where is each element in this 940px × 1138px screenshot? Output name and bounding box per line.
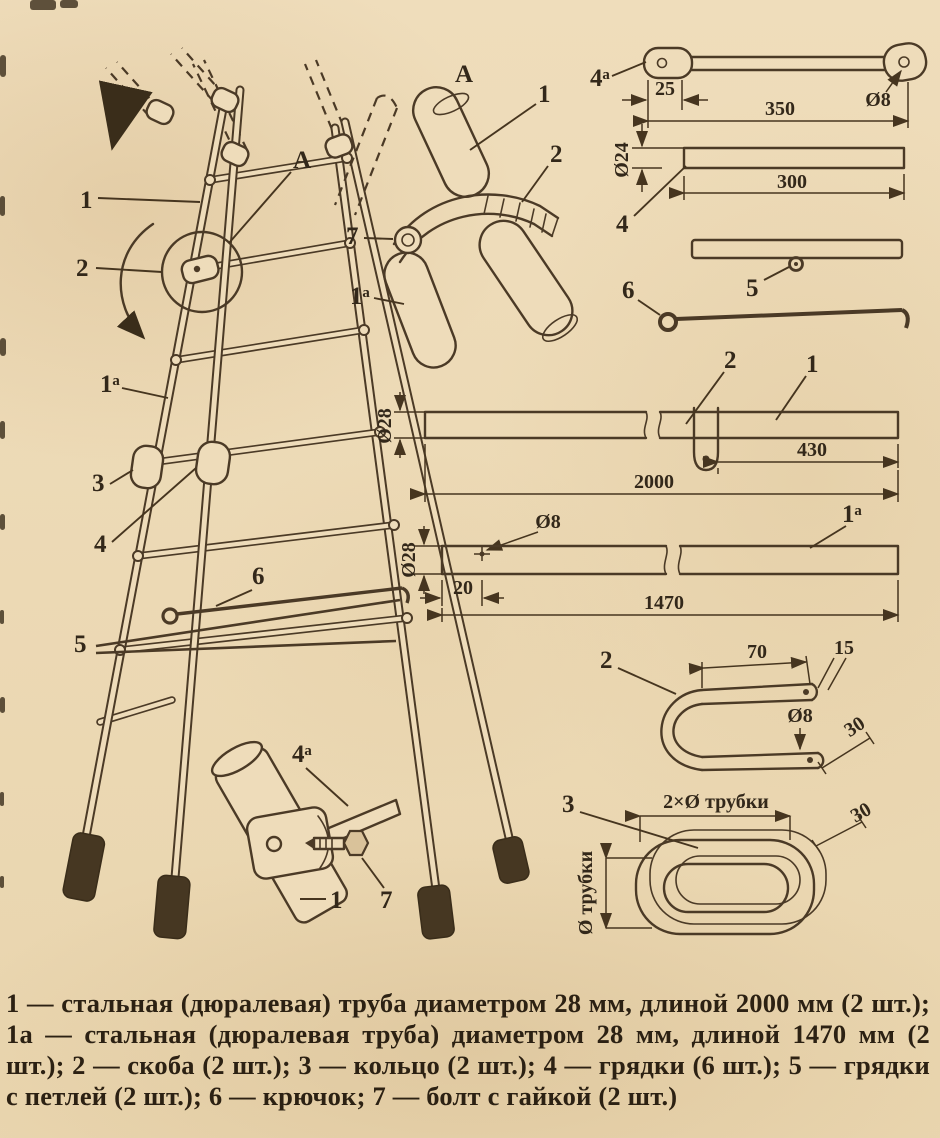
detail-4a-label-1: 1 xyxy=(330,887,343,914)
part-3-dim-height: Ø трубки xyxy=(575,851,597,935)
part-2-dia8: Ø8 xyxy=(787,705,813,727)
part-3-dim-width: 2×Ø трубки xyxy=(663,791,769,813)
part-4-dia24: Ø24 xyxy=(611,142,633,178)
part-1a-dia8: Ø8 xyxy=(535,511,561,533)
part-4a-dim350: 350 xyxy=(765,98,795,120)
part-5-drawing: 5 xyxy=(690,238,904,302)
part-3-drawing: 3 2×Ø трубки Ø трубки 30 xyxy=(562,791,875,936)
detail-a-drawing: A 1 2 7 1ᵃ xyxy=(333,61,579,369)
part-1a-drawing: Ø8 Ø28 1ᵃ 20 1470 xyxy=(398,501,900,622)
label-1: 1 xyxy=(80,187,93,214)
ladder-feet xyxy=(62,832,530,940)
part-4-label: 4 xyxy=(616,211,629,238)
part-1a-dia28: Ø28 xyxy=(398,542,420,578)
part-2-label: 2 xyxy=(600,647,613,674)
label-5: 5 xyxy=(74,631,87,658)
part-4a-dia8: Ø8 xyxy=(865,89,891,111)
part-1-drawing: 2 1 Ø28 430 2000 xyxy=(374,347,900,502)
part-2-drawing: 2 70 15 Ø8 30 xyxy=(600,637,875,775)
fold-direction-arrow xyxy=(116,222,155,340)
part-1a-dim20: 20 xyxy=(453,577,473,599)
scan-artifact xyxy=(30,0,56,10)
label-A: A xyxy=(293,147,311,174)
top-clamps xyxy=(145,86,354,168)
part-6-drawing: 6 xyxy=(622,277,910,332)
label-4: 4 xyxy=(94,531,107,558)
part-1a-dim1470: 1470 xyxy=(644,592,684,614)
scan-artifact xyxy=(60,0,78,8)
part-3-label: 3 xyxy=(562,791,575,818)
scan-artifact xyxy=(0,338,6,356)
detail-a-label-2: 2 xyxy=(550,141,563,168)
part-4a-drawing: 4ᵃ Ø8 25 350 xyxy=(590,42,928,128)
part-2-dim30: 30 xyxy=(840,712,869,741)
part-4a-dim25: 25 xyxy=(655,78,675,100)
part-2-dim15: 15 xyxy=(834,637,854,659)
ladder-rungs xyxy=(96,154,411,726)
loop-rungs xyxy=(95,598,401,655)
scan-artifact xyxy=(0,697,5,713)
part-4a-label: 4ᵃ xyxy=(590,65,611,92)
part-1-label-2: 2 xyxy=(724,347,737,374)
detail-4a-drawing: 4ᵃ 1 7 xyxy=(210,740,402,924)
ring-clamps xyxy=(129,440,232,490)
detail-4a-label-7: 7 xyxy=(380,887,393,914)
scan-artifact xyxy=(0,421,5,439)
part-1-dia28: Ø28 xyxy=(374,408,396,444)
part-1a-label: 1ᵃ xyxy=(842,501,863,528)
detail-a-callout-circle xyxy=(160,230,244,314)
scan-artifact xyxy=(0,514,5,530)
ladder-drawing: 1 2 A 1ᵃ 3 4 6 5 xyxy=(62,47,530,940)
label-1a: 1ᵃ xyxy=(100,371,121,398)
part-3-dim30: 30 xyxy=(847,798,875,827)
part-1-label-1: 1 xyxy=(806,351,819,378)
part-6-label: 6 xyxy=(622,277,635,304)
label-3: 3 xyxy=(92,470,105,497)
ladder-labels: 1 2 A 1ᵃ 3 4 6 5 xyxy=(74,147,311,658)
scan-artifact xyxy=(0,876,4,888)
detail-a-label-1a: 1ᵃ xyxy=(350,283,371,310)
part-1-dim2000: 2000 xyxy=(634,471,674,493)
detail-a-title: A xyxy=(455,61,473,88)
scan-artifact xyxy=(0,55,6,77)
figure-caption: 1 — стальная (дюралевая) труба диаметром… xyxy=(6,988,930,1111)
ladder-figure: 1 2 A 1ᵃ 3 4 6 5 xyxy=(62,42,928,940)
detail-a-label-7: 7 xyxy=(346,223,359,250)
part-2-dim70: 70 xyxy=(747,641,767,663)
detail-a-label-1: 1 xyxy=(538,81,551,108)
part-1-dim430: 430 xyxy=(797,439,827,461)
scan-artifact xyxy=(0,610,4,624)
label-6: 6 xyxy=(252,563,265,590)
scan-artifact xyxy=(0,196,5,216)
part-4-dim300: 300 xyxy=(777,171,807,193)
part-5-label: 5 xyxy=(746,275,759,302)
label-2: 2 xyxy=(76,255,89,282)
detail-4a-label: 4ᵃ xyxy=(292,741,313,768)
slide-arrow xyxy=(98,80,153,151)
scan-artifact xyxy=(0,792,4,806)
part-4-drawing: Ø24 4 300 xyxy=(611,124,906,238)
spreader-hook xyxy=(161,586,410,625)
